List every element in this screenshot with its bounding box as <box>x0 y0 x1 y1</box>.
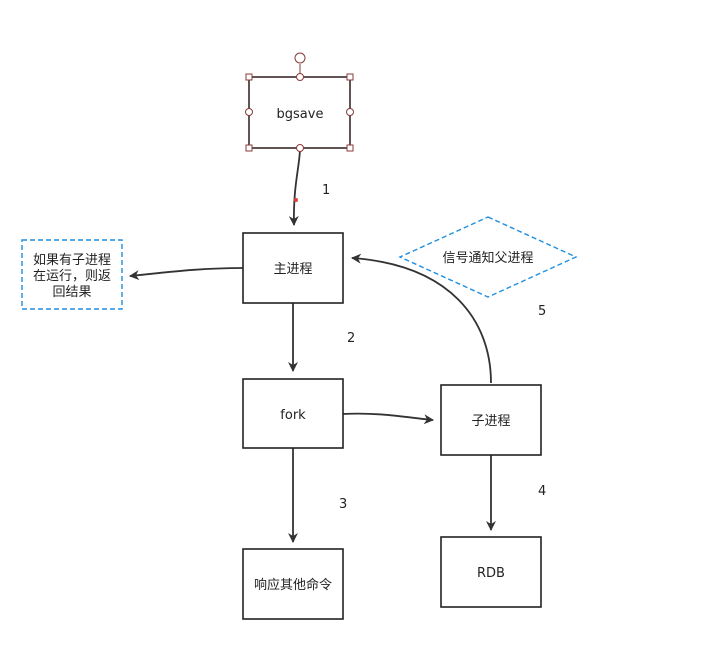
node-bgsave-label: bgsave <box>277 107 324 122</box>
node-signal-parent[interactable]: 信号通知父进程 <box>398 216 578 298</box>
edge-waypoint-dot <box>294 198 298 202</box>
step-label-5: 5 <box>538 304 546 319</box>
edge-fork-to-child[interactable] <box>342 412 434 425</box>
connect-handle-top[interactable] <box>296 73 304 81</box>
node-fork-label: fork <box>280 408 306 423</box>
resize-handle-bl[interactable] <box>245 144 253 152</box>
node-fork[interactable]: fork <box>242 378 344 449</box>
node-rdb-label: RDB <box>477 566 505 581</box>
selection-handles[interactable] <box>245 52 354 152</box>
connect-handle-bottom[interactable] <box>296 144 304 152</box>
node-main-process[interactable]: 主进程 <box>242 232 344 304</box>
node-respond-other-commands[interactable]: 响应其他命令 <box>242 548 344 620</box>
node-child-process-label: 子进程 <box>471 414 510 429</box>
node-note-child-running[interactable]: 如果有子进程 在运行，则返 回结果 <box>21 239 123 310</box>
connect-handle-right[interactable] <box>346 108 354 116</box>
step-label-3: 3 <box>339 497 347 512</box>
step-label-4: 4 <box>538 484 546 499</box>
node-respond-label: 响应其他命令 <box>254 577 332 593</box>
node-main-process-label: 主进程 <box>273 262 312 277</box>
note-line-3: 回结果 <box>52 285 91 300</box>
rotate-handle[interactable] <box>294 52 306 64</box>
step-label-1: 1 <box>322 183 330 198</box>
edge-child-to-main[interactable] <box>351 253 492 384</box>
resize-handle-br[interactable] <box>346 144 354 152</box>
node-signal-label: 信号通知父进程 <box>442 250 533 266</box>
note-line-1: 如果有子进程 <box>33 252 111 268</box>
step-label-2: 2 <box>347 331 355 346</box>
edge-bgsave-to-main[interactable] <box>288 147 301 226</box>
note-line-2: 在运行，则返 <box>33 269 111 284</box>
node-rdb[interactable]: RDB <box>440 536 542 608</box>
resize-handle-tl[interactable] <box>245 73 253 81</box>
edge-main-to-note[interactable] <box>129 267 244 281</box>
node-child-process[interactable]: 子进程 <box>440 384 542 456</box>
node-bgsave[interactable]: bgsave <box>248 76 351 149</box>
connect-handle-left[interactable] <box>245 108 253 116</box>
resize-handle-tr[interactable] <box>346 73 354 81</box>
